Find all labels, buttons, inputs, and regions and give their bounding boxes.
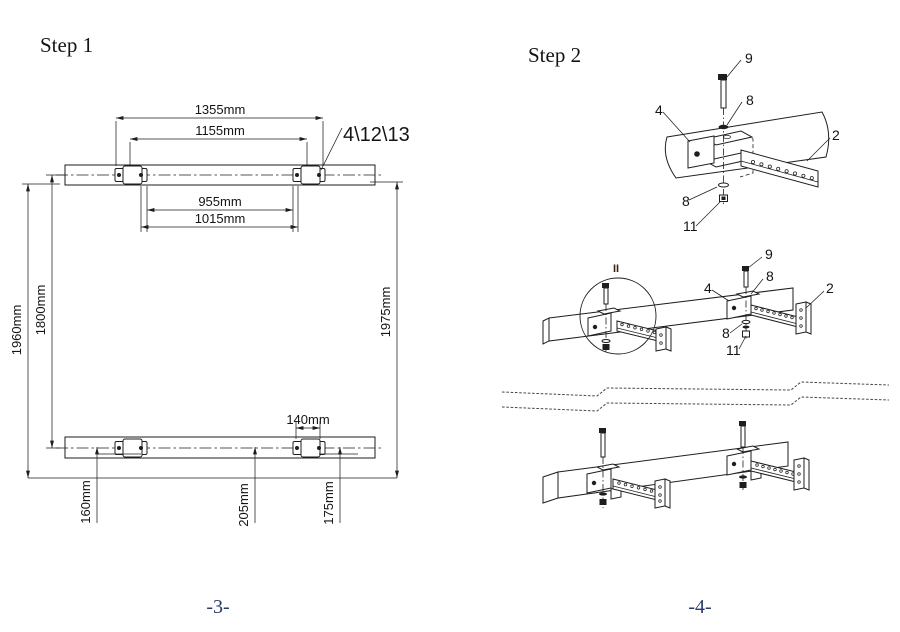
dim-label-955: 955mm [198, 194, 241, 209]
dim-1015: 1015mm [140, 186, 299, 232]
dim-140: 140mm [286, 412, 330, 439]
dim-label-1015: 1015mm [195, 211, 246, 226]
dim-1960: 1960mm [9, 183, 60, 478]
dim-label-1975: 1975mm [378, 287, 393, 338]
label-bracket: 4 [655, 102, 663, 118]
left-clamp-assembly [587, 283, 672, 352]
step1-title: Step 1 [40, 33, 93, 57]
dim-955: 955mm [146, 186, 294, 232]
top-left-clamp [114, 165, 148, 185]
step2-title: Step 2 [528, 43, 581, 67]
label-bolt: 9 [765, 246, 773, 262]
dim-label-1355: 1355mm [195, 102, 246, 117]
label-nut: 11 [683, 218, 698, 234]
step2-figure-assembled [542, 421, 810, 509]
detail-marker: II [613, 263, 619, 275]
dim-label-140: 140mm [286, 412, 329, 427]
perforated-arm [740, 149, 819, 188]
figure-detail-labels: 9 8 4 2 8 11 [655, 50, 840, 234]
label-arm: 2 [832, 127, 840, 143]
dim-1975: 1975mm [370, 181, 403, 478]
bolt [718, 74, 727, 109]
label-washer-bottom: 8 [682, 193, 690, 209]
left-clamp-assembly [586, 428, 671, 509]
right-clamp-assembly [726, 421, 810, 491]
top-rail [56, 164, 384, 186]
dim-1155: 1155mm [129, 123, 308, 166]
label-bracket: 4 [704, 280, 712, 296]
callout-label: 4\12\13 [343, 124, 410, 146]
step2-figure-detail: 9 8 4 2 8 11 [655, 50, 840, 234]
dim-label-205: 205mm [236, 483, 251, 526]
break-lines [501, 381, 890, 412]
label-bolt: 9 [745, 50, 753, 66]
beam-end-face [542, 317, 550, 345]
dim-label-175: 175mm [321, 481, 336, 524]
dim-label-1155: 1155mm [195, 123, 245, 138]
label-nut: 11 [726, 342, 741, 358]
dim-205: 205mm [236, 447, 257, 527]
page-number-right: -4- [688, 596, 711, 618]
bottom-rail [56, 436, 384, 459]
page-number-left: -3- [206, 596, 229, 618]
parts-callout: 4\12\13 [320, 124, 410, 171]
beam-end-face [542, 471, 559, 504]
label-washer-top: 8 [766, 268, 774, 284]
label-arm: 2 [826, 280, 834, 296]
washer-bottom [718, 182, 729, 188]
figure-overview-labels: 9 8 4 2 8 11 [704, 246, 834, 358]
dim-1355: 1355mm [115, 102, 324, 166]
clamp-bracket [687, 130, 754, 169]
dim-1800: 1800mm [33, 174, 65, 449]
dim-175: 175mm [321, 447, 342, 525]
dim-label-1800: 1800mm [33, 285, 48, 336]
top-right-clamp [292, 165, 326, 185]
step1-drawing: Step 1 4\12\13 1355mm [9, 33, 410, 618]
step2-drawing: Step 2 [501, 43, 890, 618]
detail-circle [579, 277, 657, 355]
dim-label-1960: 1960mm [9, 305, 24, 356]
step2-figure-overview: II [542, 246, 834, 358]
right-clamp-assembly [726, 266, 812, 341]
label-washer-top: 8 [746, 92, 754, 108]
washer-top [718, 124, 729, 130]
dim-label-160: 160mm [78, 480, 93, 523]
label-washer-bottom: 8 [722, 325, 730, 341]
dim-160: 160mm [78, 447, 99, 524]
